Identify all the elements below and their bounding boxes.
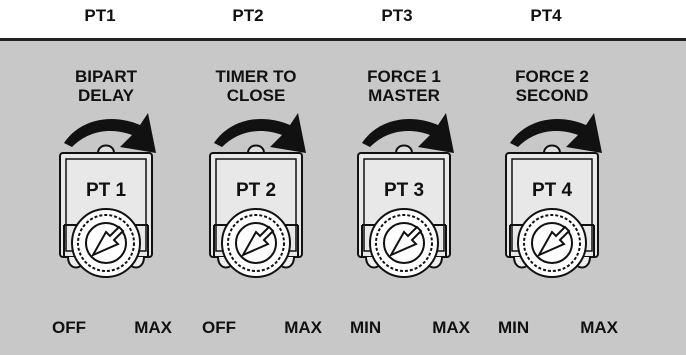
pot-label: PT 2: [235, 180, 277, 201]
range-min-label: MIN: [498, 318, 530, 337]
pot-unit-pt3: FORCE 1 MASTER PT 3 MIN MAX: [334, 41, 474, 355]
range-max-label: MAX: [432, 318, 470, 337]
pot-label: PT 1: [85, 180, 127, 201]
function-label-line2: MASTER: [368, 86, 440, 105]
function-label-line1: BIPART: [74, 67, 137, 86]
pot-unit-pt2: TIMER TO CLOSE PT 2 OFF MAX: [186, 41, 326, 355]
column-title-pt4: PT4: [530, 6, 562, 25]
clockwise-arrow-icon: [64, 113, 156, 153]
function-label-line1: TIMER TO: [215, 67, 297, 86]
range-min-label: OFF: [52, 318, 86, 337]
function-label-line2: DELAY: [77, 86, 135, 105]
pot-unit-pt4: FORCE 2 SECOND PT 4 MIN MAX: [482, 41, 622, 355]
range-min-label: OFF: [202, 318, 236, 337]
column-title-pt3: PT3: [381, 6, 413, 25]
pot-unit-pt1: BIPART DELAY PT 1 OFF MAX: [36, 41, 176, 355]
header-row: PT1 PT2 PT3 PT4: [0, 0, 686, 38]
range-max-label: MAX: [134, 318, 172, 337]
range-max-label: MAX: [284, 318, 322, 337]
function-label: FORCE 2 SECOND: [482, 67, 622, 105]
function-label: TIMER TO CLOSE: [186, 67, 326, 105]
column-title-pt2: PT2: [232, 6, 264, 25]
function-label: BIPART DELAY: [36, 67, 176, 105]
clockwise-arrow-icon: [362, 113, 454, 153]
pot-label: PT 4: [531, 180, 573, 201]
potentiometer-knob-icon[interactable]: [514, 205, 590, 281]
column-title-pt1: PT1: [84, 6, 116, 25]
pot-label: PT 3: [383, 180, 425, 201]
function-label-line2: CLOSE: [226, 86, 286, 105]
potentiometer-knob-icon[interactable]: [68, 205, 144, 281]
function-label-line2: SECOND: [515, 86, 589, 105]
potentiometer-knob-icon[interactable]: [218, 205, 294, 281]
clockwise-arrow-icon: [510, 113, 602, 153]
function-label: FORCE 1 MASTER: [334, 67, 474, 105]
control-panel: BIPART DELAY PT 1 OFF MAX TIMER TO C: [0, 38, 686, 355]
range-min-label: MIN: [350, 318, 382, 337]
function-label-line1: FORCE 1: [367, 67, 441, 86]
potentiometer-knob-icon[interactable]: [366, 205, 442, 281]
clockwise-arrow-icon: [214, 113, 306, 153]
function-label-line1: FORCE 2: [515, 67, 589, 86]
range-max-label: MAX: [580, 318, 618, 337]
